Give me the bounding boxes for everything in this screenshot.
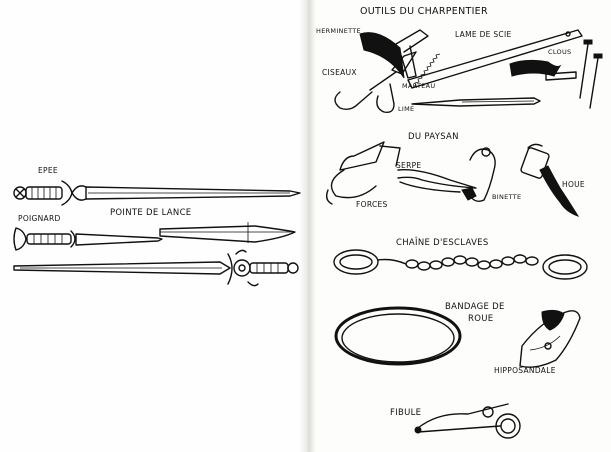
long-sword-illustration: [13, 249, 299, 287]
book-gutter: [300, 0, 316, 452]
label-bandage-de-roue-line1: BANDAGE DE: [445, 302, 505, 312]
hammer-illustration: [509, 59, 577, 81]
hipposandal-illustration: [519, 309, 581, 368]
chain-illustration: [333, 249, 588, 280]
label-forces: FORCES: [356, 200, 388, 209]
label-lime: LIME: [398, 105, 415, 113]
label-serpe: SERPE: [396, 161, 422, 170]
scissors-illustration: [334, 51, 417, 114]
saw-blade-illustration: [407, 29, 583, 89]
wheel-tire-illustration: [334, 306, 462, 366]
label-clous: CLOUS: [548, 48, 572, 56]
label-fibule: FIBULE: [390, 408, 422, 418]
billhook-illustration: [397, 169, 477, 193]
label-pointe-de-lance: POINTE DE LANCE: [110, 208, 192, 218]
label-poignard: POIGNARD: [18, 214, 61, 223]
label-houe: HOUE: [562, 180, 585, 189]
spearhead-illustration: [159, 222, 296, 243]
file-illustration: [411, 97, 541, 107]
hoe-illustration: [520, 143, 580, 217]
label-chaine-d-esclaves: CHAÎNE D'ESCLAVES: [396, 238, 489, 248]
sword-illustration: [13, 180, 301, 206]
binette-illustration: [461, 147, 496, 203]
fibula-illustration: [414, 403, 521, 439]
label-lame-de-scie: LAME DE SCIE: [455, 30, 512, 39]
adze-illustration: [359, 29, 429, 79]
label-ciseaux: CISEAUX: [322, 68, 357, 77]
label-outils-du-charpentier: OUTILS DU CHARPENTIER: [360, 6, 488, 17]
label-herminette: HERMINETTE: [316, 27, 361, 35]
label-marteau: MARTEAU: [402, 82, 436, 90]
label-epee: EPEE: [38, 166, 58, 175]
label-hipposandale: HIPPOSANDALE: [494, 366, 556, 375]
label-binette: BINETTE: [492, 193, 522, 201]
dagger-illustration: [13, 227, 163, 251]
label-bandage-de-roue-line2: ROUE: [468, 314, 494, 324]
label-du-paysan: DU PAYSAN: [408, 132, 459, 142]
nails-illustration: [579, 39, 603, 109]
shears-illustration: [325, 141, 401, 205]
